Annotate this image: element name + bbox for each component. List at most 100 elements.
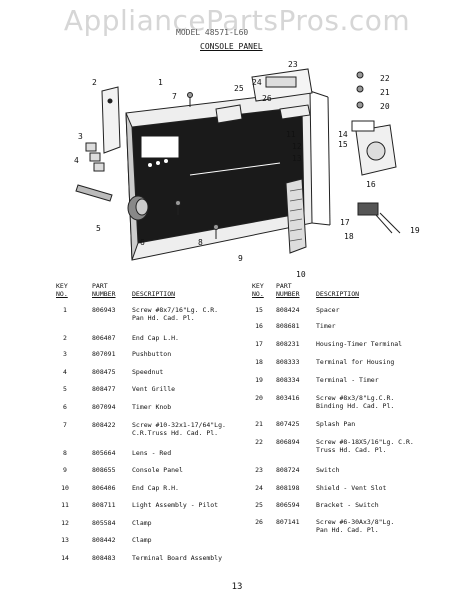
key-number: 8	[63, 449, 67, 457]
key-number: 19	[255, 376, 263, 384]
part-number: 807141	[276, 518, 300, 526]
key-number: 14	[61, 554, 69, 562]
part-number: 806943	[92, 306, 116, 314]
vent-grille-drawing	[75, 184, 113, 202]
key-number: 25	[255, 501, 263, 509]
part-number: 805584	[92, 519, 116, 527]
part-description: Speednut	[132, 368, 164, 376]
part-description: Vent Grille	[132, 385, 176, 393]
callout-18: 18	[344, 232, 354, 241]
key-number: 10	[61, 484, 69, 492]
timer-knob-drawing	[127, 195, 149, 221]
left-header-part: PART NUMBER	[92, 282, 116, 298]
part-number: 808724	[276, 466, 300, 474]
callout-1: 1	[158, 78, 163, 87]
end-cap-left-drawing	[101, 86, 121, 154]
screws-right-drawing	[356, 71, 364, 109]
part-description: Timer Knob	[132, 403, 172, 411]
part-description: Terminal Board Assembly	[132, 554, 223, 562]
callout-5: 5	[96, 224, 101, 233]
timer-drawing	[351, 120, 397, 176]
callout-7: 7	[172, 92, 177, 101]
part-number: 806894	[276, 438, 300, 446]
key-number: 7	[63, 421, 67, 429]
part-description: End Cap R.H.	[132, 484, 179, 492]
part-number: 805664	[92, 449, 116, 457]
part-number: 808655	[92, 466, 116, 474]
part-description: Bracket - Switch	[316, 501, 379, 509]
exploded-parts-diagram: 1 2 3 4 5 6 7 8 9 10 11 12 13 14 15 16 1…	[74, 60, 420, 279]
key-number: 3	[63, 350, 67, 358]
callout-26: 26	[262, 94, 272, 103]
part-number: 808424	[276, 306, 300, 314]
key-number: 5	[63, 385, 67, 393]
part-description: Lens - Red	[132, 449, 172, 457]
pushbuttons-drawing	[85, 142, 105, 172]
part-description: Timer	[316, 322, 336, 330]
key-number: 21	[255, 420, 263, 428]
key-number: 23	[255, 466, 263, 474]
callout-22: 22	[380, 74, 390, 83]
key-number: 13	[61, 536, 69, 544]
terminal-housing-drawing	[357, 202, 401, 234]
part-description: Screw #8-18X5/16"Lg. C.R. Truss Hd. Cad.…	[316, 438, 414, 454]
part-number: 807425	[276, 420, 300, 428]
key-number: 4	[63, 368, 67, 376]
part-description: Screw #8x7/16"Lg. C.R. Pan Hd. Cad. Pl.	[132, 306, 219, 322]
part-number: 808483	[92, 554, 116, 562]
callout-2: 2	[92, 78, 97, 87]
part-description: Screw #10-32x1-17/64"Lg. C.R.Truss Hd. C…	[132, 421, 226, 437]
key-number: 6	[63, 403, 67, 411]
key-number: 2	[63, 334, 67, 342]
key-number: 12	[61, 519, 69, 527]
part-description: Housing-Timer Terminal	[316, 340, 403, 348]
callout-8: 8	[198, 238, 203, 247]
key-number: 24	[255, 484, 263, 492]
part-description: Clamp	[132, 536, 152, 544]
switch-assembly-drawing	[215, 68, 313, 124]
callout-13: 13	[292, 154, 302, 163]
callout-4: 4	[74, 156, 79, 165]
part-description: Screw #8x3/8"Lg.C.R. Binding Hd. Cad. Pl…	[316, 394, 395, 410]
part-description: Switch	[316, 466, 340, 474]
callout-15: 15	[338, 140, 348, 149]
model-line: MODEL 48571-L60	[176, 28, 249, 37]
watermark: AppliancePartsPros.com	[63, 4, 411, 37]
part-number: 808442	[92, 536, 116, 544]
callout-3: 3	[78, 132, 83, 141]
part-description: Clamp	[132, 519, 152, 527]
key-number: 18	[255, 358, 263, 366]
callout-19: 19	[410, 226, 420, 235]
part-number: 806407	[92, 334, 116, 342]
callout-17: 17	[340, 218, 350, 227]
callout-10: 10	[296, 270, 306, 279]
part-description: Terminal - Timer	[316, 376, 379, 384]
part-number: 807094	[92, 403, 116, 411]
right-header-key: KEY NO.	[252, 282, 264, 298]
part-description: Spacer	[316, 306, 340, 314]
callout-14: 14	[338, 130, 348, 139]
part-number: 803416	[276, 394, 300, 402]
part-number: 806594	[276, 501, 300, 509]
end-cap-right-drawing	[285, 178, 307, 254]
part-number: 808333	[276, 358, 300, 366]
key-number: 17	[255, 340, 263, 348]
right-header-part: PART NUMBER	[276, 282, 300, 298]
part-number: 808198	[276, 484, 300, 492]
callout-20: 20	[380, 102, 390, 111]
left-header-key: KEY NO.	[56, 282, 68, 298]
callout-25: 25	[234, 84, 244, 93]
callout-9: 9	[238, 254, 243, 263]
part-description: Splash Pan	[316, 420, 356, 428]
key-number: 15	[255, 306, 263, 314]
part-number: 807091	[92, 350, 116, 358]
part-description: Screw #6-30Ax3/8"Lg. Pan Hd. Cad. Pl.	[316, 518, 395, 534]
part-description: Terminal for Housing	[316, 358, 395, 366]
part-number: 808334	[276, 376, 300, 384]
part-number: 808231	[276, 340, 300, 348]
part-description: Shield - Vent Slot	[316, 484, 387, 492]
key-number: 9	[63, 466, 67, 474]
console-panel-drawing	[125, 90, 331, 261]
part-description: End Cap L.H.	[132, 334, 179, 342]
key-number: 26	[255, 518, 263, 526]
